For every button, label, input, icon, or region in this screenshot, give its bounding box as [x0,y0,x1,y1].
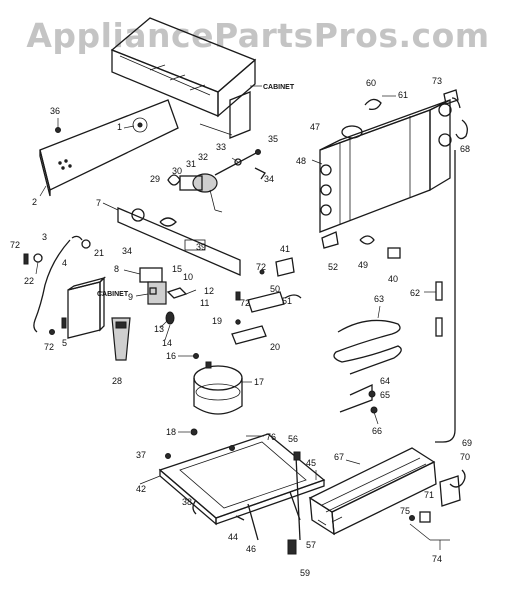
callout-19: 19 [212,316,222,326]
callout-72a: 72 [10,240,20,250]
relay-overload [123,267,197,341]
callout-11: 11 [200,298,209,308]
callout-35: 35 [268,134,278,144]
callout-65: 65 [380,390,390,400]
callout-34b: 34 [264,174,274,184]
callout-60: 60 [366,78,376,88]
callout-48: 48 [296,156,306,166]
callout-18: 18 [166,427,176,437]
callout-71: 71 [424,490,434,500]
callout-29: 29 [150,174,160,184]
callout-8: 8 [114,264,119,274]
callout-14: 14 [162,338,172,348]
callout-49: 49 [358,260,368,270]
callout-2: 2 [32,197,37,207]
callout-16: 16 [166,351,176,361]
callout-34a: 34 [122,246,132,256]
callout-12: 12 [204,286,214,296]
callout-42: 42 [136,484,146,494]
callout-72c: 72 [256,262,266,272]
callout-63: 63 [374,294,384,304]
callout-61: 61 [398,90,408,100]
callout-39: 39 [196,242,206,252]
callout-52: 52 [328,262,338,272]
callout-76: 76 [266,432,276,442]
callout-38: 38 [182,497,192,507]
compressor [178,353,252,436]
callout-32: 32 [198,152,208,162]
callout-70: 70 [460,452,470,462]
mount-clips [231,257,302,345]
callout-17: 17 [254,377,264,387]
callout-41: 41 [280,244,290,254]
callout-5: 5 [62,338,67,348]
callout-30: 30 [172,166,182,176]
base-pan [139,433,326,541]
wire-harness [23,235,91,333]
callout-44: 44 [228,532,238,542]
callout-36: 36 [50,106,60,116]
cabinet-tray: CABINET [110,17,295,139]
callout-13: 13 [154,324,164,334]
callout-9: 9 [128,292,133,302]
callout-21: 21 [94,248,104,258]
callout-47: 47 [310,122,320,132]
callout-73: 73 [432,76,442,86]
callout-74: 74 [432,554,442,564]
callout-62: 62 [410,288,420,298]
callout-4: 4 [62,258,67,268]
callout-45: 45 [306,458,316,468]
cabinet-side-label: CABINET [97,291,129,298]
cabinet-top-label: CABINET [263,84,295,91]
condenser-pan [287,447,437,555]
mounting-bracket [102,202,241,276]
callout-46: 46 [246,544,256,554]
callout-50: 50 [270,284,280,294]
callout-69: 69 [462,438,472,448]
callout-72b: 72 [44,342,54,352]
callout-10: 10 [183,272,193,282]
callout-22: 22 [24,276,34,286]
callout-57: 57 [306,540,316,550]
callout-68: 68 [460,144,470,154]
callout-37: 37 [136,450,146,460]
callout-labels: 1 2 3 4 5 7 8 9 10 11 12 13 14 15 16 17 … [10,76,472,578]
callout-66: 66 [372,426,382,436]
callout-7: 7 [96,198,101,208]
refrigerant-pipe [339,383,379,425]
callout-20: 20 [270,342,280,352]
callout-15: 15 [172,264,182,274]
capillary-tube [424,89,468,443]
control-panel [39,99,179,197]
callout-67: 67 [334,452,344,462]
defrost-drain [409,469,466,550]
callout-28: 28 [112,376,122,386]
callout-59: 59 [300,568,310,578]
callout-56: 56 [288,434,298,444]
callout-1: 1 [117,122,122,132]
side-cabinet: CABINET [49,276,131,361]
callout-40: 40 [388,274,398,284]
watermark: AppliancePartsPros.com [26,16,490,55]
drain-coil [333,305,402,375]
callout-33: 33 [216,142,226,152]
callout-51: 51 [282,296,292,306]
evaporator-coil [311,95,452,259]
callout-75: 75 [400,506,410,516]
callout-64: 64 [380,376,390,386]
callout-72d: 72 [240,298,250,308]
callout-3: 3 [42,232,47,242]
callout-31: 31 [186,159,196,169]
fan-motor [167,149,266,213]
